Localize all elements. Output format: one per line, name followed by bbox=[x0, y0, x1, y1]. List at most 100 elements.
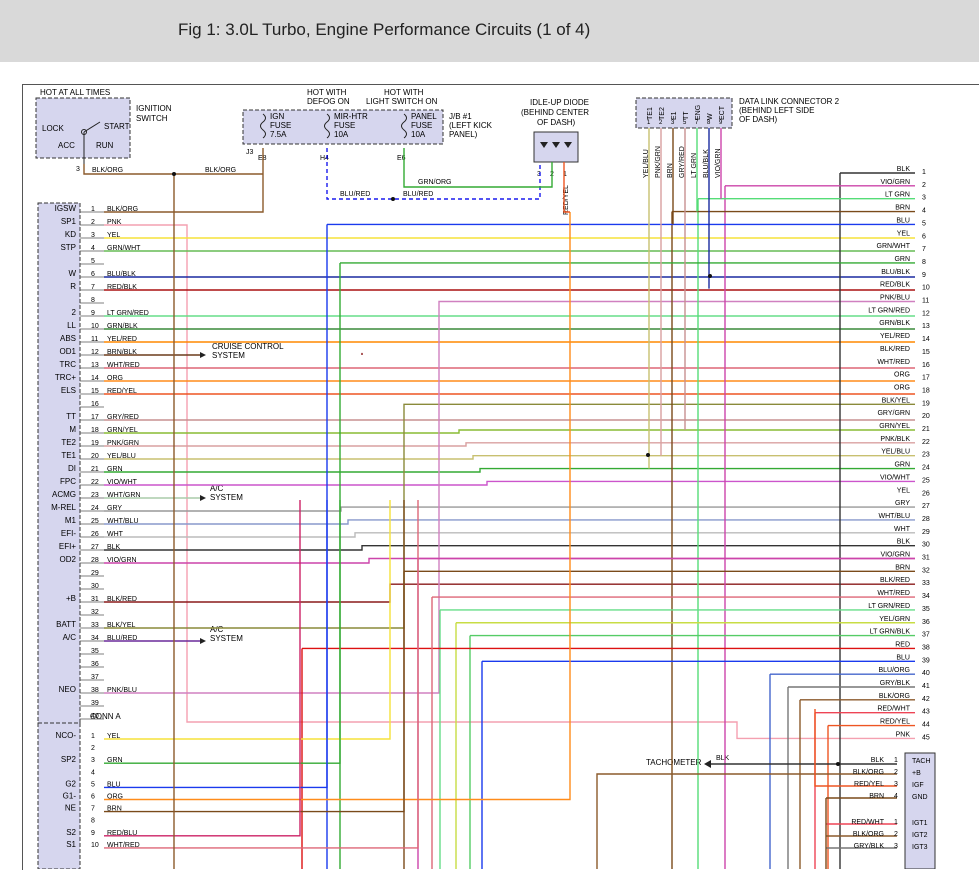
conn-j3-label: J3 bbox=[246, 149, 254, 156]
right-pin-number: 43 bbox=[922, 709, 930, 716]
right-wire-label: GRN/YEL bbox=[879, 423, 910, 430]
igniter-pin-name: GND bbox=[912, 794, 928, 801]
ecm-pin-label: A/C bbox=[63, 633, 77, 642]
ecm-wire-label: YEL/BLU bbox=[107, 453, 136, 460]
conn-a-wire-label: BRN bbox=[107, 806, 122, 813]
ecm-pin-label: ACMG bbox=[52, 490, 76, 499]
conn-a-wire-label: ORG bbox=[107, 794, 123, 801]
panel-fuse-label-2: FUSE bbox=[411, 121, 432, 130]
splice-dot bbox=[172, 172, 176, 176]
right-pin-number: 26 bbox=[922, 490, 930, 497]
ecm-pin-number: 34 bbox=[91, 635, 99, 642]
wires bbox=[83, 128, 915, 869]
page-title: Fig 1: 3.0L Turbo, Engine Performance Ci… bbox=[178, 20, 591, 39]
ecm-wire-label: BLK/YEL bbox=[107, 622, 136, 629]
ecm-pin-label: IGSW bbox=[55, 204, 77, 213]
ign-fuse-symbol bbox=[260, 113, 266, 139]
ecm-wire-label: RED/BLK bbox=[107, 284, 137, 291]
right-pin-number: 39 bbox=[922, 657, 930, 664]
wire-conn-a bbox=[104, 500, 341, 764]
right-pin-number: 2 bbox=[922, 182, 926, 189]
diode-label-2: (BEHIND CENTER bbox=[521, 108, 589, 117]
splice-dot bbox=[391, 197, 395, 201]
dlc-pin-number: 3 bbox=[671, 120, 675, 126]
right-wire-label: YEL bbox=[897, 230, 910, 237]
conn-a-pin-number: 2 bbox=[91, 745, 95, 752]
right-wire-label: GRN bbox=[894, 256, 910, 263]
right-pin-number: 24 bbox=[922, 465, 930, 472]
right-wire-label: ORG bbox=[894, 372, 910, 379]
conn-a-pin-number: 1 bbox=[91, 733, 95, 740]
igniter-pin-name: IGT1 bbox=[912, 820, 928, 827]
wire-label-blk-org-1: BLK/ORG bbox=[92, 167, 123, 174]
igniter-pin-number: 2 bbox=[894, 769, 898, 776]
wire-label-grn-org: GRN/ORG bbox=[418, 179, 451, 186]
ecm-pin-number: 37 bbox=[91, 674, 99, 681]
igniter-pin-number: 3 bbox=[894, 843, 898, 850]
wire-ecm bbox=[104, 544, 915, 551]
ecm-pin-number: 11 bbox=[91, 336, 98, 343]
dlc-pin-name: TT bbox=[683, 111, 690, 120]
right-pin-number: 21 bbox=[922, 426, 930, 433]
right-wire-label: PNK bbox=[896, 731, 911, 738]
ecm-pin-number: 15 bbox=[91, 388, 99, 395]
diode-label-3: OF DASH) bbox=[537, 118, 576, 127]
dlc-pin-name: ECT bbox=[719, 105, 726, 120]
right-wire-label: GRN/BLK bbox=[879, 320, 910, 327]
ecm-wire-label: LT GRN/RED bbox=[107, 310, 149, 317]
ecm-pin-number: 4 bbox=[91, 245, 95, 252]
arrow-icon bbox=[200, 495, 206, 501]
conn-a-wire-label: RED/BLU bbox=[107, 830, 137, 837]
ecm-pin-label: R bbox=[70, 282, 76, 291]
igniter-wire-label: RED/YEL bbox=[854, 781, 884, 788]
ecm-pin-label: TE1 bbox=[61, 451, 76, 460]
ac2-label-2: SYSTEM bbox=[210, 634, 243, 643]
ecm-pin-number: 7 bbox=[91, 284, 95, 291]
right-wire-label: LT GRN/BLK bbox=[870, 629, 911, 636]
right-pin-number: 41 bbox=[922, 683, 930, 690]
conn-a-pin-label: G2 bbox=[65, 779, 76, 788]
right-wire-label: BLK/ORG bbox=[879, 693, 910, 700]
ecm-pin-number: 2 bbox=[91, 219, 95, 226]
conn-a-pin-number: 10 bbox=[91, 842, 99, 849]
wire-conn-a bbox=[104, 500, 301, 837]
conn-a-wire-label: YEL bbox=[107, 733, 120, 740]
ign-switch-arm bbox=[83, 121, 101, 133]
dlc-pin-number: 1 bbox=[647, 120, 651, 126]
right-pin-number: 22 bbox=[922, 439, 930, 446]
panel-fuse-symbol bbox=[401, 113, 407, 139]
ecm-pin-label: STP bbox=[60, 243, 76, 252]
right-pin-number: 6 bbox=[922, 233, 926, 240]
jb1-label-3: PANEL) bbox=[449, 130, 478, 139]
right-wire-label: BLK bbox=[897, 166, 911, 173]
wire-grn-org-top bbox=[403, 148, 553, 188]
ecm-pin-label: M-REL bbox=[51, 503, 76, 512]
right-pin-number: 13 bbox=[922, 323, 930, 330]
conn-a-pin-number: 4 bbox=[91, 769, 95, 776]
arrow-icon bbox=[200, 638, 206, 644]
ecm-wire-label: PNK bbox=[107, 219, 122, 226]
page-header: Fig 1: 3.0L Turbo, Engine Performance Ci… bbox=[0, 0, 979, 62]
ecm-pin-number: 38 bbox=[91, 687, 99, 694]
hot-at-all-times-label: HOT AT ALL TIMES bbox=[40, 88, 110, 97]
ecm-pin-number: 40 bbox=[91, 713, 99, 720]
right-wire-label: LT GRN bbox=[885, 192, 910, 199]
splice-dot bbox=[646, 453, 650, 457]
right-pin-number: 20 bbox=[922, 413, 930, 420]
ecm-wire-label: VIO/GRN bbox=[107, 557, 137, 564]
right-wire-label: LT GRN/RED bbox=[868, 603, 910, 610]
ecm-wire-label: BLK bbox=[107, 544, 121, 551]
ecm-pin-label: TE2 bbox=[61, 438, 76, 447]
wire-conn-a bbox=[104, 500, 419, 849]
ecm-pin-number: 36 bbox=[91, 661, 99, 668]
wire-pnk-sp1 bbox=[104, 224, 915, 740]
igniter-pin-name: IGF bbox=[912, 782, 924, 789]
dlc2-label-3: OF DASH) bbox=[739, 115, 778, 124]
wire-ecm bbox=[104, 506, 915, 512]
right-pin-number: 27 bbox=[922, 503, 930, 510]
wire-label-blu-red-1: BLU/RED bbox=[340, 191, 370, 198]
conn-a-pin-label: SP2 bbox=[61, 755, 77, 764]
right-wire-label: BLU bbox=[896, 217, 910, 224]
dlc-wire-label: YEL/BLU bbox=[643, 149, 650, 178]
